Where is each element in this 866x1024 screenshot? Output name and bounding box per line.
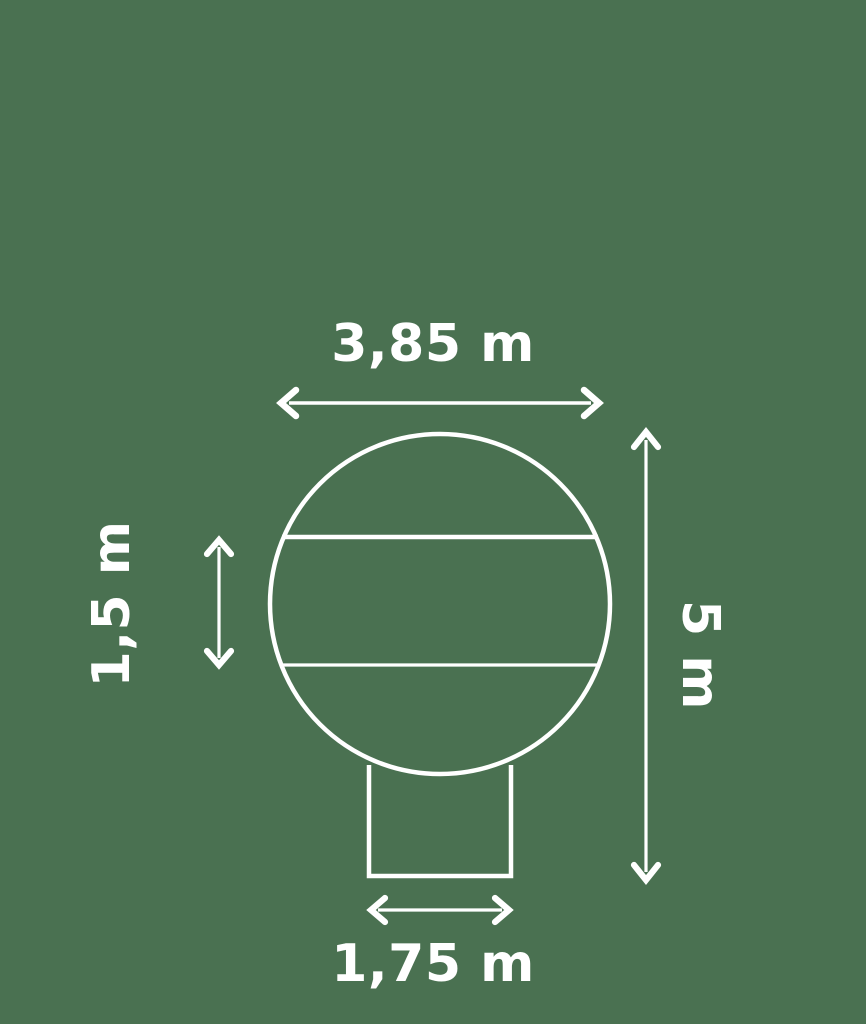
dimension-arrow-basket-width [366,894,514,926]
arrowhead-right-overall-width [580,386,604,420]
arrowhead-top-overall-height [630,427,662,451]
arrowhead-right-basket-width [491,894,514,926]
balloon-basket [366,765,514,879]
arrowhead-left-basket-width [366,894,389,926]
arrowhead-bottom-overall-height [630,861,662,885]
arrowhead-left-overall-width [276,386,300,420]
dimension-label-band-height: 1,5 m [82,520,142,688]
dimension-arrow-overall-height [630,427,662,885]
dimension-label-overall-width: 3,85 m [331,314,535,374]
balloon-envelope-circle [267,431,613,777]
arrowhead-bottom-band-height [203,647,235,670]
arrowhead-top-band-height [203,535,235,558]
dimension-label-overall-height: 5 m [670,600,730,710]
dimension-label-basket-width: 1,75 m [331,934,535,994]
dimension-arrow-band-height [203,535,235,670]
dimension-arrow-overall-width [276,386,604,420]
